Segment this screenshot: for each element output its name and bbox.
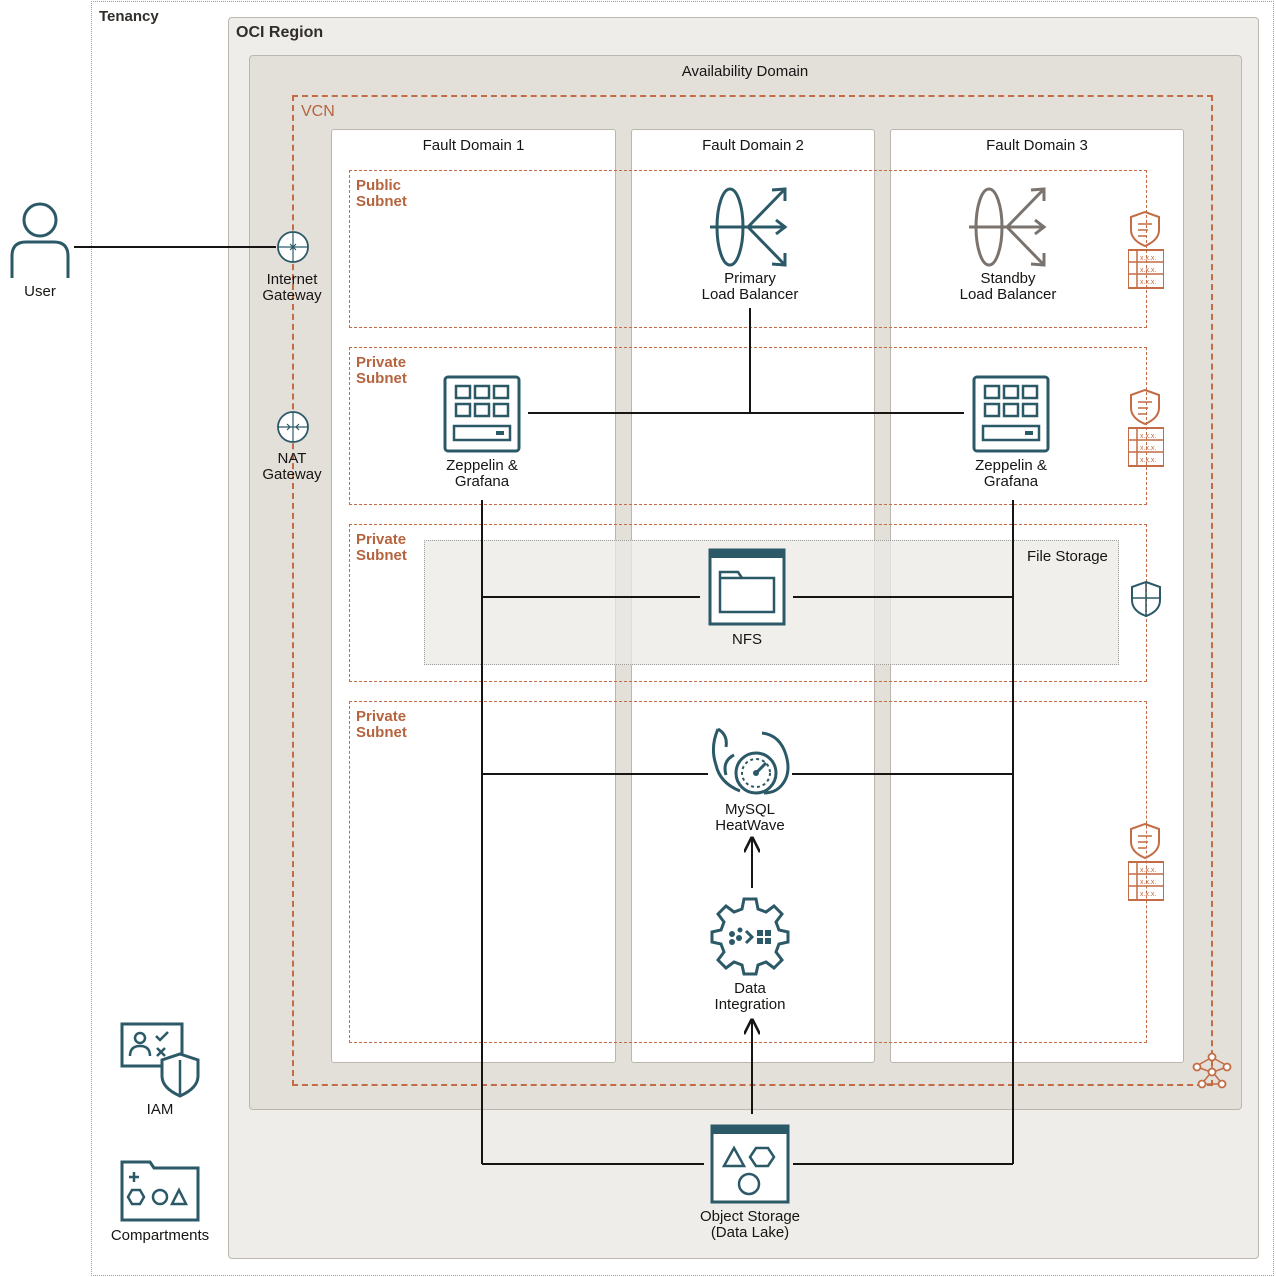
svg-text:x.x.x.: x.x.x. bbox=[1140, 879, 1156, 886]
route-table-icon: x.x.x. x.x.x. x.x.x. bbox=[1128, 388, 1164, 467]
object-storage-label: Object Storage(Data Lake) bbox=[699, 1208, 801, 1241]
compute-icon bbox=[972, 375, 1050, 453]
fault-domain-1-label: Fault Domain 1 bbox=[422, 137, 525, 154]
mysql-heatwave-icon bbox=[711, 727, 790, 795]
tenancy-container bbox=[91, 1, 1274, 1276]
file-storage-label: File Storage bbox=[1027, 548, 1108, 565]
private-subnet-app bbox=[349, 347, 1147, 505]
zeppelin-1-label: Zeppelin &Grafana bbox=[446, 457, 518, 490]
compute-icon bbox=[443, 375, 521, 453]
gateway-icon bbox=[277, 411, 309, 443]
svg-text:x.x.x.: x.x.x. bbox=[1140, 457, 1156, 464]
zeppelin-2-label: Zeppelin &Grafana bbox=[975, 457, 1047, 490]
security-list-icon: x.x.x. x.x.x. x.x.x. bbox=[1128, 210, 1164, 289]
svg-text:x.x.x.: x.x.x. bbox=[1140, 867, 1156, 874]
nfs-label: NFS bbox=[732, 631, 762, 648]
load-balancer-icon bbox=[710, 187, 788, 267]
svg-text:x.x.x.: x.x.x. bbox=[1140, 891, 1156, 898]
user-icon bbox=[10, 202, 70, 278]
object-storage-icon bbox=[710, 1124, 790, 1204]
svg-text:x.x.x.: x.x.x. bbox=[1140, 255, 1156, 262]
compartments-label: Compartments bbox=[110, 1227, 210, 1244]
compartments-icon bbox=[120, 1160, 200, 1222]
svg-text:x.x.x.: x.x.x. bbox=[1140, 445, 1156, 452]
tenancy-label: Tenancy bbox=[99, 8, 159, 25]
fault-domain-3-label: Fault Domain 3 bbox=[986, 137, 1088, 154]
svg-text:x.x.x.: x.x.x. bbox=[1140, 267, 1156, 274]
load-balancer-icon bbox=[969, 187, 1047, 267]
svg-text:x.x.x.: x.x.x. bbox=[1140, 279, 1156, 286]
region-label: OCI Region bbox=[236, 24, 324, 41]
data-integration-icon bbox=[710, 897, 790, 976]
fault-domain-2-label: Fault Domain 2 bbox=[702, 137, 804, 154]
file-storage-icon bbox=[708, 548, 786, 626]
gateway-icon bbox=[277, 231, 309, 263]
vcn-label: VCN bbox=[301, 103, 335, 120]
svg-text:x.x.x.: x.x.x. bbox=[1140, 433, 1156, 440]
availability-domain-label: Availability Domain bbox=[681, 63, 809, 80]
iam-label: IAM bbox=[146, 1101, 174, 1118]
user-label: User bbox=[24, 283, 56, 300]
iam-icon bbox=[120, 1022, 200, 1098]
private-subnet-db bbox=[349, 701, 1147, 1043]
nsg-icon bbox=[1131, 580, 1161, 618]
security-list-icon: x.x.x. x.x.x. x.x.x. bbox=[1128, 822, 1164, 901]
vcn-icon bbox=[1192, 1052, 1232, 1089]
